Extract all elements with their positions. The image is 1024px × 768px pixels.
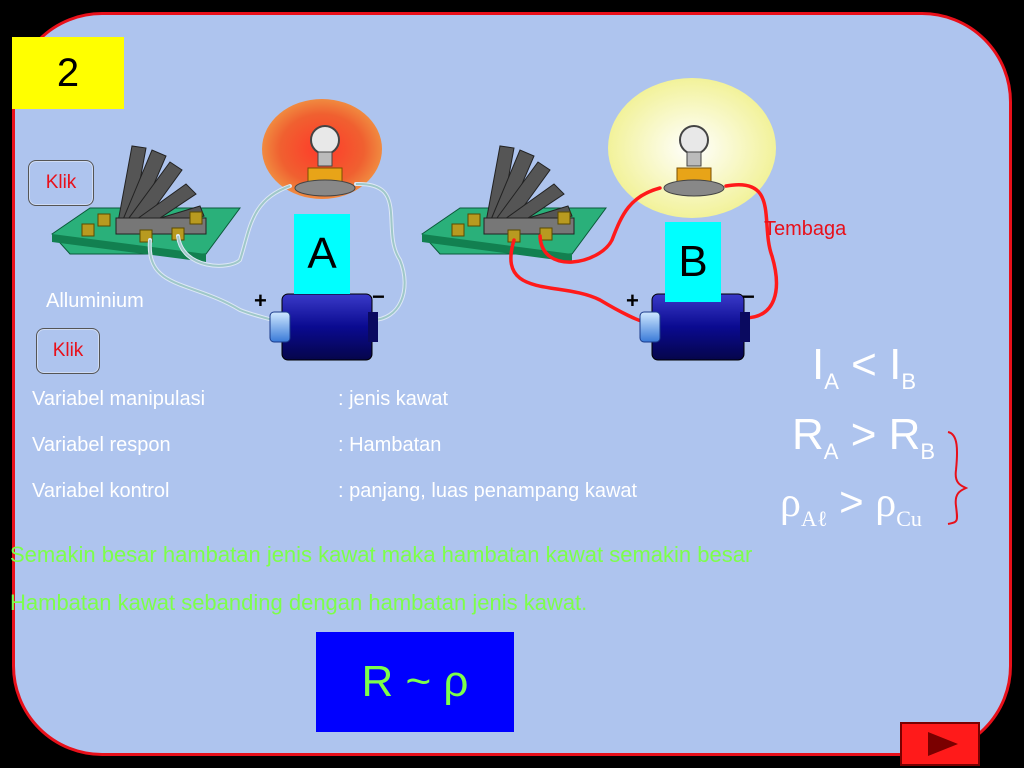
battery-b-minus: − [742, 284, 755, 309]
battery-a-minus: − [372, 284, 385, 309]
battery-b-icon [639, 293, 750, 361]
next-slide-button[interactable] [900, 722, 980, 766]
variable-response-value: : Hambatan [338, 434, 442, 456]
circuit-b [421, 78, 779, 361]
conclusion-line-2: Hambatan kawat sebanding dengan hambatan… [10, 590, 588, 615]
variable-manipulation-name: Variabel manipulasi [32, 388, 206, 410]
switch-board-b-icon [421, 145, 607, 262]
battery-b-plus: + [626, 288, 639, 313]
lamp-b-bulb-icon [663, 125, 725, 197]
circuit-illustration [51, 78, 969, 525]
variable-response-name: Variabel respon [32, 434, 171, 456]
klik-button-top[interactable]: Klik [28, 160, 94, 206]
lamp-a-bulb-icon [294, 125, 356, 197]
play-arrow-icon [928, 732, 958, 756]
formula-current: IA < IB [812, 340, 916, 394]
formula-proportional-box: R ~ ρ [316, 632, 514, 732]
brace-icon [947, 431, 969, 525]
variable-manipulation-value: : jenis kawat [338, 388, 449, 410]
battery-a-plus: + [254, 288, 267, 313]
battery-a-icon [269, 293, 378, 361]
slide-number: 2 [12, 37, 124, 109]
tembaga-label: Tembaga [764, 218, 847, 240]
klik-button-bottom[interactable]: Klik [36, 328, 100, 374]
formula-proportional: R ~ ρ [361, 657, 469, 706]
lamp-b-label: B [665, 222, 721, 302]
switch-board-a-icon [51, 145, 241, 262]
formula-resistivity: ρAℓ > ρCu [780, 478, 922, 531]
aluminium-label: Alluminium [46, 290, 144, 312]
circuit-a [51, 99, 407, 361]
variable-control-name: Variabel kontrol [32, 480, 170, 502]
formula-resistance: RA > RB [792, 410, 936, 464]
lamp-a-label: A [294, 214, 350, 294]
variable-control-value: : panjang, luas penampang kawat [338, 480, 638, 502]
conclusion-line-1: Semakin besar hambatan jenis kawat maka … [10, 542, 753, 567]
